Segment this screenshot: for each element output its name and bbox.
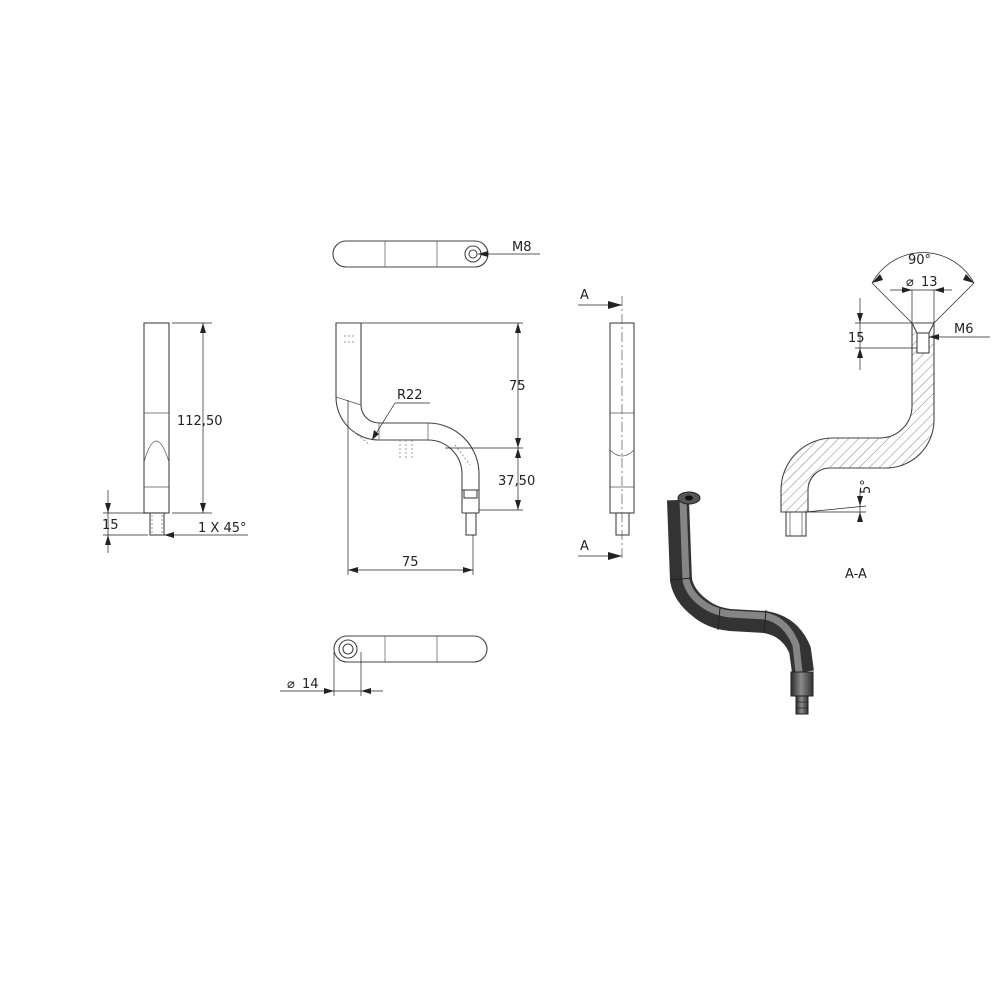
arrow-head <box>361 688 371 694</box>
front-view: R22 75 37,50 75 <box>335 322 535 575</box>
extension-line <box>871 282 913 324</box>
arrow-head <box>857 512 863 522</box>
section-marker-top: A <box>580 288 589 303</box>
arrow-head <box>857 496 863 506</box>
arrow-head <box>902 287 912 293</box>
diameter-sign: ⌀ <box>906 275 914 290</box>
dim-angle-top: 90° <box>908 253 931 268</box>
dim-bend-radius: R22 <box>397 388 423 403</box>
section-hatched-body <box>780 322 935 513</box>
threaded-stub <box>465 512 477 536</box>
section-view-aa: 90° ⌀ 13 15 M6 5° A-A <box>780 252 990 582</box>
threaded-stub <box>615 512 630 536</box>
dim-depth-counterbore: 15 <box>848 331 865 346</box>
arrow-head <box>872 274 883 283</box>
crank-outline <box>335 322 480 491</box>
top-view: M8 <box>332 240 540 268</box>
side-view-left: 112,50 15 1 X 45° <box>102 322 248 553</box>
render-seam <box>717 607 721 631</box>
dim-width-offset: 75 <box>402 555 419 570</box>
arrow-head <box>608 301 622 309</box>
render-tube <box>667 499 814 674</box>
render-thread-stub <box>795 695 809 715</box>
end-hole-outer <box>338 639 358 659</box>
dim-diameter-bar: 14 <box>302 677 319 692</box>
arrow-head <box>324 688 334 694</box>
arrow-head <box>200 323 206 333</box>
section-marker-bottom: A <box>580 539 589 554</box>
angle-arc <box>871 252 975 284</box>
end-hole-inner <box>342 643 354 655</box>
render-seam <box>669 577 693 581</box>
isometric-render <box>667 491 814 715</box>
render-bore-icon <box>685 495 693 501</box>
extension-line <box>933 282 975 324</box>
arrow-head <box>515 438 521 448</box>
tangent-line <box>335 396 362 406</box>
arrow-head <box>857 348 863 358</box>
arrow-head <box>934 287 944 293</box>
arrow-head <box>105 503 111 513</box>
bend-curve <box>609 449 635 457</box>
dim-chamfer: 1 X 45° <box>198 521 246 536</box>
thread-bore <box>916 332 930 354</box>
dim-height-total: 112,50 <box>177 414 223 429</box>
collar <box>463 489 478 499</box>
angle-line <box>805 505 867 513</box>
dim-stub-left: 15 <box>102 518 119 533</box>
dim-height-upper: 75 <box>509 379 526 394</box>
dim-diameter-counterbore: 13 <box>921 275 938 290</box>
arrow-head <box>857 313 863 323</box>
render-collar <box>790 671 814 697</box>
arrow-head <box>515 448 521 458</box>
render-tube-highlight <box>679 499 803 673</box>
diameter-sign: ⌀ <box>287 677 295 692</box>
threaded-stub <box>149 512 165 536</box>
arrow-head <box>515 500 521 510</box>
dim-height-lower: 37,50 <box>498 474 535 489</box>
dim-angle-tip: 5° <box>859 479 874 494</box>
arrow-head <box>105 535 111 545</box>
arrow-head <box>515 323 521 333</box>
arrow-head <box>608 552 622 560</box>
side-view-right: A A <box>578 288 635 560</box>
arrow-head <box>963 274 974 283</box>
bar-body <box>143 322 170 514</box>
arrow-head <box>478 251 488 257</box>
render-seam <box>763 609 767 634</box>
bottom-view: ⌀ 14 <box>280 635 488 696</box>
arrow-head <box>164 532 174 538</box>
arrow-head <box>348 567 358 573</box>
hidden-line <box>347 426 371 446</box>
section-label: A-A <box>845 567 867 582</box>
end-hole-inner <box>468 249 478 259</box>
section-stub <box>785 511 807 537</box>
dim-thread-section: M6 <box>954 322 974 337</box>
arrow-head <box>200 503 206 513</box>
arrow-head <box>929 334 939 340</box>
dim-thread-top: M8 <box>512 240 532 255</box>
bend-curve <box>143 440 170 463</box>
arrow-head <box>463 567 473 573</box>
arrow-head <box>372 430 379 440</box>
bar-bottom-outline <box>333 635 488 663</box>
